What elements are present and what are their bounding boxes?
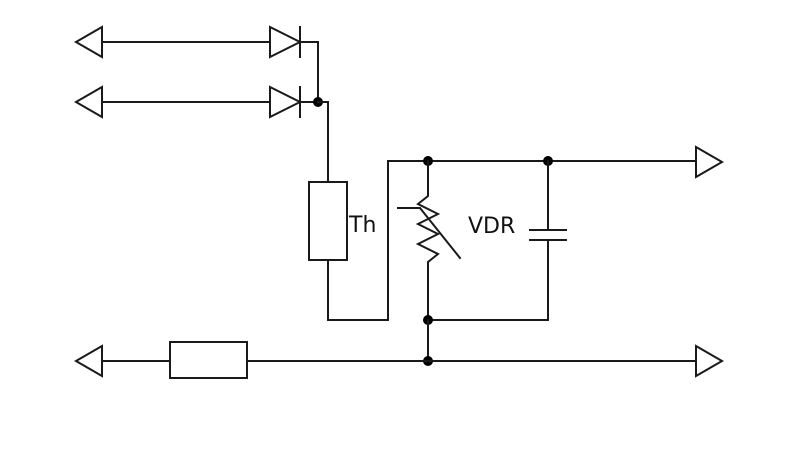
wire-thermistor-to-rail <box>327 160 549 321</box>
terminal-arrow-output-return <box>695 344 725 378</box>
thermistor <box>308 181 348 261</box>
diode-2 <box>269 85 303 119</box>
capacitor <box>529 160 567 321</box>
varistor <box>397 160 462 321</box>
diode-1 <box>269 25 303 59</box>
terminal-arrow-input-return <box>73 344 103 378</box>
wire-to-thermistor <box>317 101 329 183</box>
varistor-label: VDR <box>468 214 515 239</box>
wire-diode-1-out <box>299 41 319 103</box>
thermistor-label: Th <box>348 213 376 238</box>
terminal-arrow-input-2 <box>73 85 103 119</box>
terminal-arrow-input-1 <box>73 25 103 59</box>
terminal-arrow-output <box>695 145 725 179</box>
fuse <box>169 341 248 379</box>
